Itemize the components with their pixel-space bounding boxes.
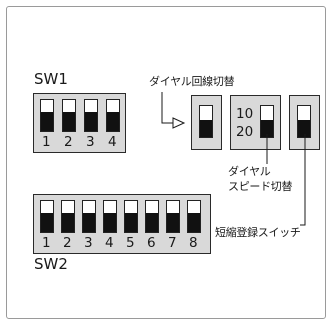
sw1-switch-4[interactable] [106,99,120,132]
sw2-switch-6[interactable] [145,200,159,233]
sw1-label: SW1 [34,70,68,88]
speed-20-label: 20 [236,124,254,140]
sw1-number-2: 2 [64,134,73,150]
sw2-switch-5[interactable] [124,200,138,233]
sw1-number-3: 3 [86,134,95,150]
sw2-number-4: 4 [105,235,114,251]
sw2-switch-2[interactable] [61,200,75,233]
speed-dial-registration-label: 短縮登録スイッチ [215,226,301,239]
diagram-frame [6,6,326,319]
sw1-panel: 1 2 3 4 [33,93,126,153]
sw2-switch-3[interactable] [82,200,96,233]
dial-speed-label-line2: スピード切替 [228,180,293,193]
sw2-switch-8[interactable] [187,200,201,233]
speed-10-label: 10 [236,106,254,122]
sw1-switch-2[interactable] [62,99,76,132]
speed-dial-registration-switch[interactable] [297,105,311,138]
speed-dial-registration-leader [300,134,306,226]
sw2-number-5: 5 [126,235,135,251]
sw2-label: SW2 [34,255,68,273]
dial-speed-switch-panel: 10 20 [230,95,281,150]
sw1-number-1: 1 [42,134,51,150]
dial-line-switch-arrow-icon [172,117,186,129]
dial-line-switch-panel [191,95,222,150]
sw2-number-1: 1 [42,235,51,251]
sw1-switch-3[interactable] [84,99,98,132]
sw2-switch-7[interactable] [166,200,180,233]
dial-speed-label-line1: ダイヤル [228,165,271,178]
dial-line-switch-label: ダイヤル回線切替 [149,75,235,88]
dial-line-switch[interactable] [199,105,213,138]
sw2-switch-1[interactable] [40,200,54,233]
sw2-number-3: 3 [84,235,93,251]
sw2-number-2: 2 [63,235,72,251]
sw1-number-4: 4 [108,134,117,150]
sw2-number-7: 7 [168,235,177,251]
sw2-switch-4[interactable] [103,200,117,233]
sw1-switch-1[interactable] [40,99,54,132]
sw2-panel: 1 2 3 4 5 6 7 8 [33,194,211,254]
sw2-number-8: 8 [189,235,198,251]
sw2-number-6: 6 [147,235,156,251]
dial-line-switch-leader [161,92,173,124]
